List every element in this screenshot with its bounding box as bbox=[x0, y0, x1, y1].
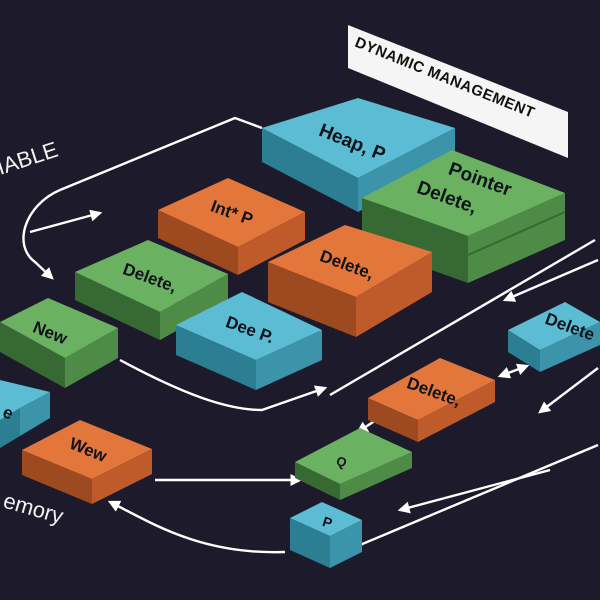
variable-label: IABLE bbox=[0, 137, 61, 180]
flow-line-right-long bbox=[329, 238, 596, 397]
flow-arrow-p-up bbox=[397, 468, 551, 514]
block-blue-left-edge: e bbox=[0, 380, 50, 448]
flow-arrow-delete-pair bbox=[497, 363, 530, 379]
block-int-p: Int* P bbox=[158, 178, 305, 275]
memory-label: emory bbox=[1, 488, 67, 529]
flow-arrow-lower-loop bbox=[119, 358, 328, 412]
block-wew-orange: Wew bbox=[22, 420, 152, 504]
block-delete-green: Delete, bbox=[75, 240, 228, 340]
block-q-green: Q bbox=[295, 428, 412, 500]
block-new-green: New bbox=[0, 298, 118, 388]
block-dee-p: Dee P. bbox=[176, 292, 322, 390]
flow-arrow-loop-left bbox=[22, 116, 263, 280]
flow-lines bbox=[22, 116, 599, 554]
flow-arrow-to-pointer-block bbox=[502, 258, 599, 302]
block-heap-p: Heap, P bbox=[262, 98, 455, 212]
flow-line-right-lower bbox=[359, 443, 599, 547]
flow-arrow-into-delete-mid bbox=[538, 367, 599, 414]
block-delete-orange: Delete, bbox=[268, 225, 432, 337]
flow-arrow-to-intp bbox=[29, 209, 103, 234]
block-p-blue: P bbox=[290, 502, 362, 568]
block-pointer-delete: Pointer Delete, bbox=[362, 150, 566, 283]
flow-arrow-to-p bbox=[107, 500, 286, 554]
block-delete-mid-orange: Delete, bbox=[368, 358, 495, 442]
block-q-green-label: Q bbox=[334, 453, 349, 471]
block-delete-right-blue: Delete bbox=[508, 302, 600, 372]
